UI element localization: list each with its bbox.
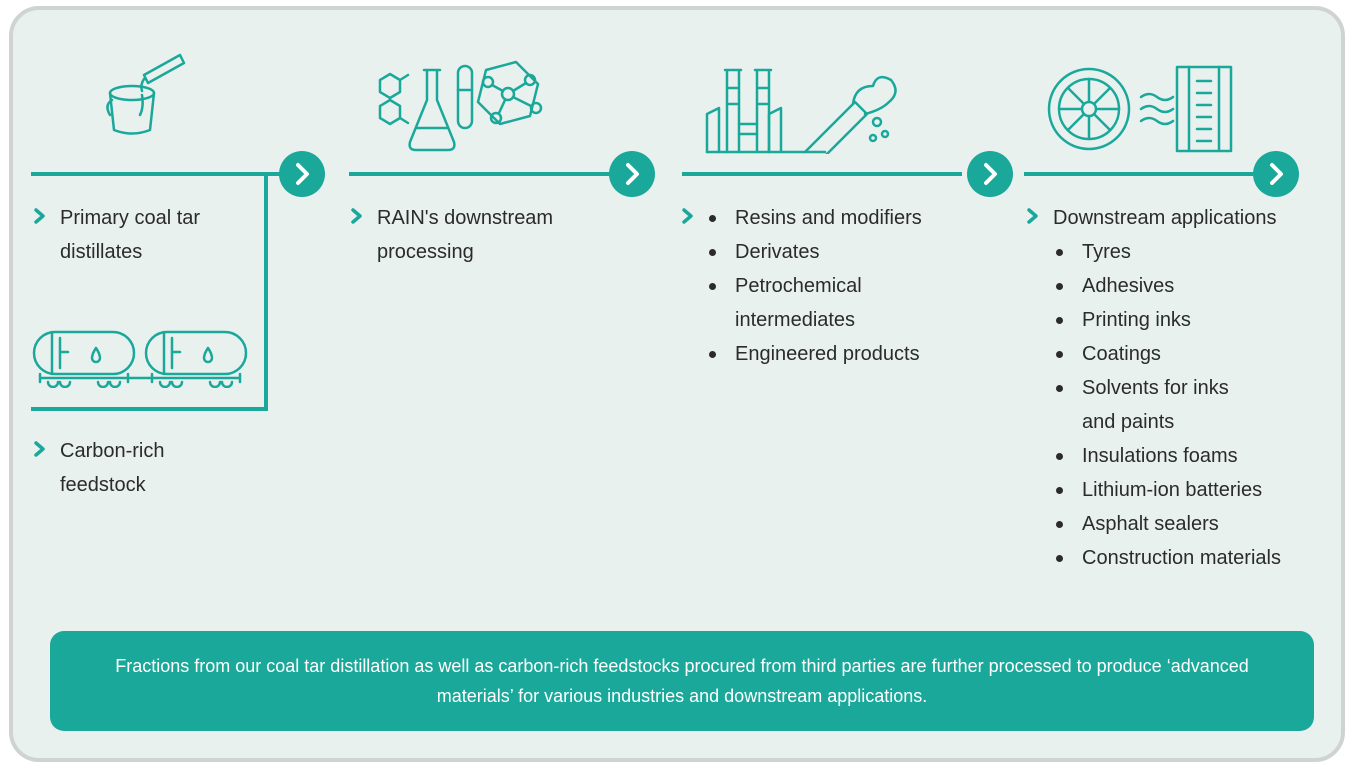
chevron-right-icon	[984, 163, 997, 185]
chevron-right-icon	[351, 208, 362, 224]
stage-4-label: Downstream applications	[1053, 207, 1277, 229]
list-item: Printing inks	[1056, 303, 1281, 337]
list-item: Insulations foams	[1056, 439, 1281, 473]
industrial-plant-icon	[705, 64, 897, 154]
list-item: Derivates	[709, 235, 922, 269]
tyre-and-building-icon	[1045, 65, 1237, 153]
chemistry-lab-icon	[372, 60, 544, 156]
arrow-circle-3	[967, 151, 1013, 197]
list-item: Engineered products	[709, 337, 922, 371]
feedstock-label: Carbon-rich feedstock	[60, 440, 165, 496]
applications-list: Tyres Adhesives Printing inks Coatings S…	[1056, 235, 1281, 575]
arrow-circle-1	[279, 151, 325, 197]
list-item: Solvents for inks and paints	[1056, 371, 1281, 439]
list-item: Construction materials	[1056, 541, 1281, 575]
flow-line-4	[1024, 172, 1259, 176]
summary-banner: Fractions from our coal tar distillation…	[50, 631, 1314, 731]
tank-wagons-icon	[30, 326, 252, 388]
chevron-right-icon	[34, 441, 45, 457]
list-item: Petrochemical intermediates	[709, 269, 922, 337]
arrow-circle-2	[609, 151, 655, 197]
list-item: Lithium-ion batteries	[1056, 473, 1281, 507]
summary-text: Fractions from our coal tar distillation…	[115, 656, 1249, 706]
chevron-right-icon	[1027, 208, 1038, 224]
arrow-circle-4	[1253, 151, 1299, 197]
chevron-right-icon	[626, 163, 639, 185]
stage-2-label: RAIN's downstream processing	[377, 207, 554, 263]
list-item: Adhesives	[1056, 269, 1281, 303]
stage-1-label: Primary coal tar distillates	[60, 207, 201, 263]
chevron-right-icon	[1270, 163, 1283, 185]
chevron-right-icon	[34, 208, 45, 224]
products-list: Resins and modifiers Derivates Petrochem…	[709, 201, 922, 371]
feedstock-connector-line	[264, 172, 268, 411]
flow-line-1	[31, 172, 289, 176]
chevron-right-icon	[296, 163, 309, 185]
list-item: Coatings	[1056, 337, 1281, 371]
list-item: Asphalt sealers	[1056, 507, 1281, 541]
list-item: Resins and modifiers	[709, 201, 922, 235]
flow-line-3	[682, 172, 962, 176]
flow-line-2	[349, 172, 614, 176]
paint-bucket-icon	[100, 45, 200, 135]
list-item: Tyres	[1056, 235, 1281, 269]
feedstock-line	[31, 407, 268, 411]
chevron-right-icon	[682, 208, 693, 224]
